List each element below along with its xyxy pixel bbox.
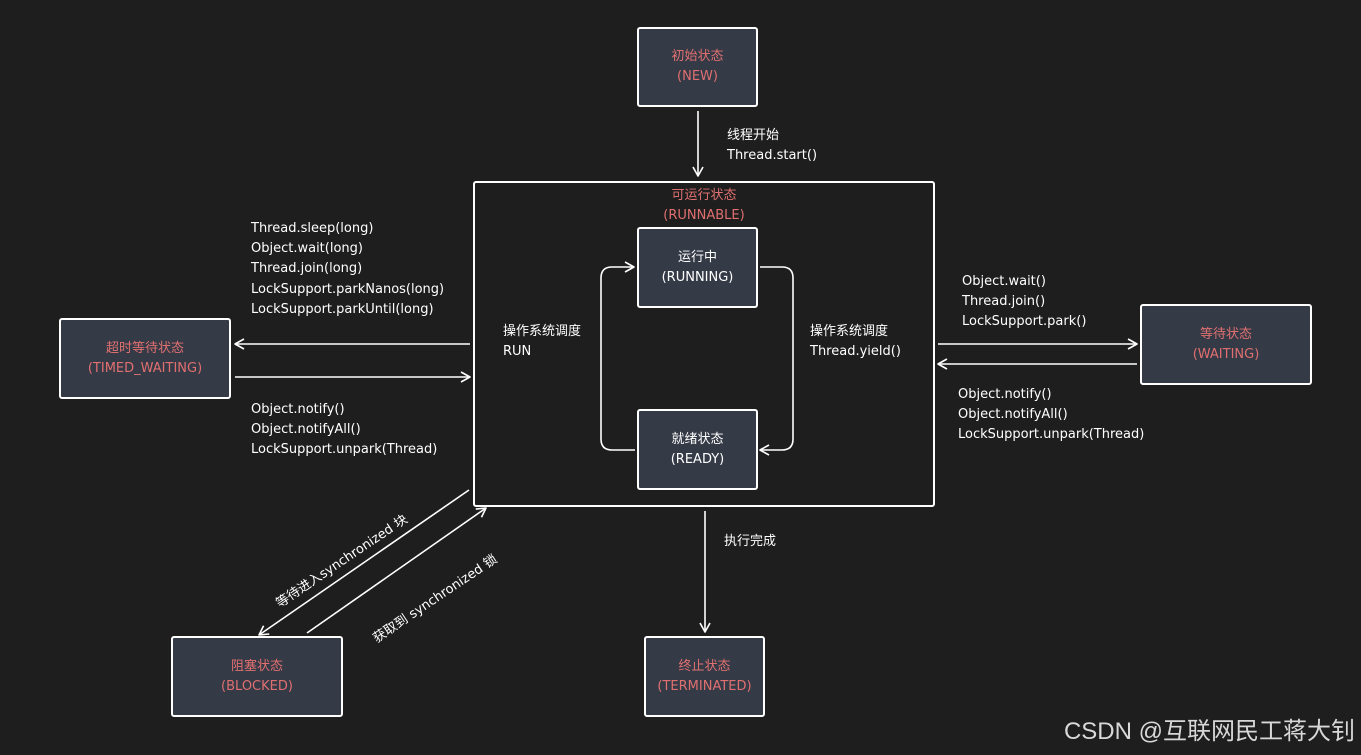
- new-state-box: 初始状态 (NEW): [637, 27, 758, 107]
- finish-transition-label: 执行完成: [724, 534, 777, 549]
- runnable-state-name: 可运行状态: [671, 188, 737, 203]
- waiting-state-name: 等待状态: [1199, 326, 1252, 342]
- runnable-state-container: 可运行状态 (RUNNABLE): [473, 181, 935, 507]
- arrow-running-to-ready: [759, 266, 794, 456]
- new-state-name: 初始状态: [671, 49, 724, 64]
- terminated-state-code: (TERMINATED): [657, 678, 752, 694]
- blocked-state-code: (BLOCKED): [221, 678, 293, 694]
- to-waiting-label: Object.wait() Thread.join() LockSupport.…: [962, 274, 1087, 330]
- running-state-code: (RUNNING): [661, 269, 734, 285]
- arrow-runnable-to-blocked: [258, 489, 470, 636]
- from-waiting-label: Object.notify() Object.notifyAll() LockS…: [958, 387, 1145, 443]
- timed-waiting-state-box: 超时等待状态 (TIMED_WAITING): [59, 318, 231, 399]
- terminated-state-name: 终止状态: [678, 658, 731, 674]
- blocked-state-name: 阻塞状态: [230, 658, 283, 674]
- running-state-box: 运行中 (RUNNING): [637, 227, 758, 308]
- ready-state-name: 就绪状态: [671, 431, 724, 447]
- blocked-state-box: 阻塞状态 (BLOCKED): [171, 636, 343, 717]
- schedule-yield-label: 操作系统调度 Thread.yield(): [810, 324, 901, 360]
- arrow-blocked-to-runnable: [306, 507, 487, 634]
- ready-state-code: (READY): [670, 451, 725, 467]
- timed-waiting-state-code: (TIMED_WAITING): [87, 360, 203, 376]
- arrow-ready-to-running: [600, 261, 635, 451]
- waiting-state-box: 等待状态 (WAITING): [1140, 304, 1312, 385]
- to-timed-waiting-label: Thread.sleep(long) Object.wait(long) Thr…: [251, 221, 445, 317]
- timed-waiting-state-name: 超时等待状态: [105, 340, 184, 356]
- runnable-state-code: (RUNNABLE): [663, 208, 745, 223]
- start-transition-label: 线程开始 Thread.start(): [727, 128, 818, 164]
- runnable-state-title: 可运行状态 (RUNNABLE): [475, 186, 933, 226]
- waiting-state-code: (WAITING): [1192, 346, 1260, 362]
- new-state-code: (NEW): [677, 69, 718, 84]
- csdn-watermark: CSDN @互联网民工蒋大钊: [1063, 718, 1355, 745]
- ready-state-box: 就绪状态 (READY): [637, 409, 758, 490]
- schedule-run-label: 操作系统调度 RUN: [503, 324, 582, 360]
- running-state-name: 运行中: [677, 249, 717, 265]
- terminated-state-box: 终止状态 (TERMINATED): [644, 636, 765, 717]
- from-timed-waiting-label: Object.notify() Object.notifyAll() LockS…: [251, 402, 438, 458]
